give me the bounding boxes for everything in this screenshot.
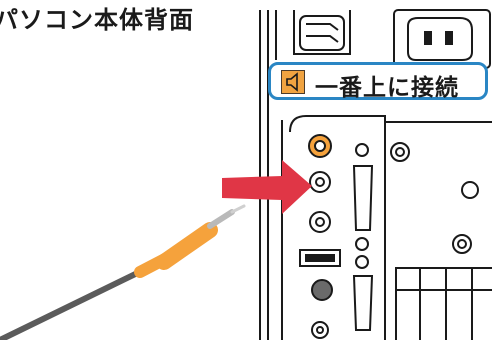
pc-rear-panel xyxy=(259,9,492,340)
page-title: パソコン本体背面 xyxy=(0,6,194,34)
speaker-icon xyxy=(281,70,305,94)
insert-arrow xyxy=(222,160,312,214)
audio-plug xyxy=(0,204,246,340)
callout-label: 一番上に接続 xyxy=(315,75,459,101)
connect-top-callout: 一番上に接続 xyxy=(268,62,488,101)
